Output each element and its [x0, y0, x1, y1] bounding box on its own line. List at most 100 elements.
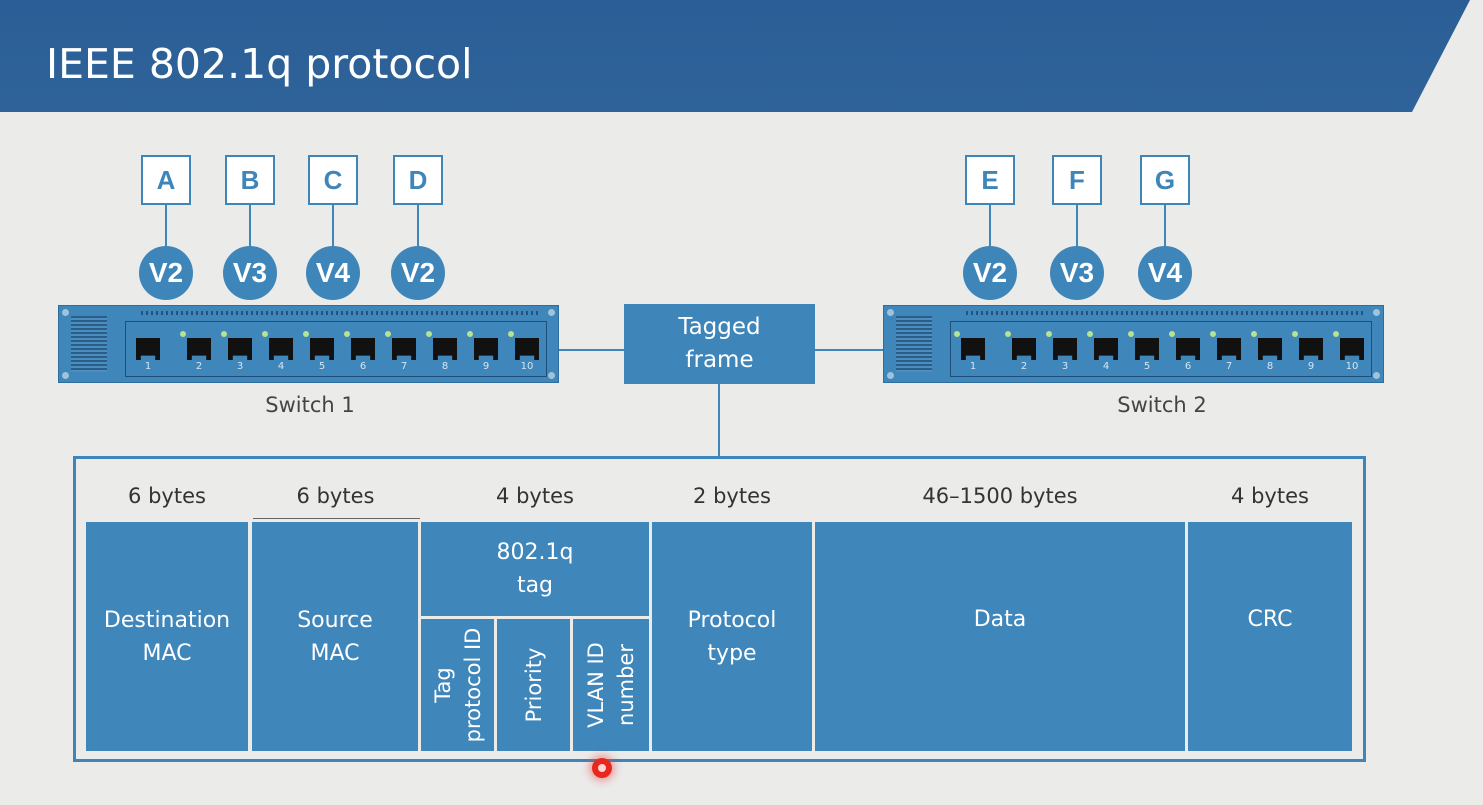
port[interactable]: 9: [1292, 331, 1323, 372]
ethernet-port-icon: [515, 338, 539, 360]
status-led: [1292, 331, 1298, 337]
status-led: [1046, 331, 1052, 337]
field-crc: CRC: [1188, 522, 1352, 751]
status-led: [303, 331, 309, 337]
screw-icon: [1373, 309, 1380, 316]
ethernet-port-icon: [228, 338, 252, 360]
frame-connector: [718, 384, 720, 456]
port[interactable]: 10: [508, 331, 539, 372]
host-c: C: [308, 155, 358, 205]
host-a-link: [165, 205, 167, 249]
size-tag: 4 bytes: [496, 484, 574, 508]
port-number: 9: [482, 361, 490, 372]
field-label: Destination: [103, 607, 231, 633]
port[interactable]: 6: [1169, 331, 1200, 372]
field-tag-protocol-id: Tag protocol ID: [421, 619, 494, 751]
ethernet-port-icon: [1012, 338, 1036, 360]
ethernet-port-icon: [1340, 338, 1364, 360]
port[interactable]: 10: [1333, 331, 1364, 372]
vlan-badge-f: V3: [1050, 246, 1104, 300]
size-data: 46–1500 bytes: [922, 484, 1078, 508]
ethernet-port-icon: [392, 338, 416, 360]
port-number: 5: [318, 361, 326, 372]
screw-icon: [62, 372, 69, 379]
vlan-badge-c: V4: [306, 246, 360, 300]
port[interactable]: 1: [954, 331, 985, 372]
ethernet-port-icon: [310, 338, 334, 360]
status-led: [344, 331, 350, 337]
host-g: G: [1140, 155, 1190, 205]
vlan-badge-e: V2: [963, 246, 1017, 300]
screw-icon: [1373, 372, 1380, 379]
status-led: [508, 331, 514, 337]
port[interactable]: 7: [1210, 331, 1241, 372]
port[interactable]: 4: [1087, 331, 1118, 372]
field-label: Priority: [521, 647, 546, 723]
port[interactable]: 1: [132, 332, 160, 372]
port[interactable]: 3: [221, 331, 252, 372]
port[interactable]: 3: [1046, 331, 1077, 372]
port[interactable]: 5: [1128, 331, 1159, 372]
field-source-mac: Source MAC: [252, 522, 418, 751]
ethernet-port-icon: [1053, 338, 1077, 360]
status-led: [1087, 331, 1093, 337]
field-vlan-id: VLAN ID number: [573, 619, 649, 751]
port-number: 4: [1102, 361, 1110, 372]
host-a: A: [141, 155, 191, 205]
status-led: [426, 331, 432, 337]
port-number: 9: [1307, 361, 1315, 372]
status-led: [954, 331, 960, 337]
port-number: 7: [400, 361, 408, 372]
status-led: [467, 331, 473, 337]
status-led: [1005, 331, 1011, 337]
size-underline: [253, 518, 420, 519]
port[interactable]: 8: [1251, 331, 1282, 372]
field-label: MAC: [310, 640, 360, 666]
port-panel: 1 2 3 4 5 6 7 8 9 10: [950, 321, 1372, 377]
field-label: type: [707, 640, 757, 666]
ethernet-port-icon: [1299, 338, 1323, 360]
tagged-frame-line2: frame: [685, 347, 754, 373]
trunk-link-left: [559, 349, 624, 351]
port[interactable]: 4: [262, 331, 293, 372]
status-led: [1333, 331, 1339, 337]
pointer-indicator: [592, 758, 612, 778]
field-label: CRC: [1247, 607, 1293, 632]
tagged-frame-line1: Tagged: [678, 314, 761, 340]
port-number: 1: [969, 361, 977, 372]
port[interactable]: 9: [467, 331, 498, 372]
port[interactable]: 6: [344, 331, 375, 372]
tagged-frame-box: Tagged frame: [624, 304, 815, 384]
field-priority: Priority: [497, 619, 570, 751]
port-number: 6: [359, 361, 367, 372]
ethernet-port-icon: [351, 338, 375, 360]
ethernet-port-icon: [1176, 338, 1200, 360]
status-led: [1210, 331, 1216, 337]
host-b: B: [225, 155, 275, 205]
port[interactable]: 2: [1005, 331, 1036, 372]
screw-icon: [548, 309, 555, 316]
port-number: 2: [1020, 361, 1028, 372]
switch-2-label: Switch 2: [1117, 393, 1207, 417]
port[interactable]: 8: [426, 331, 457, 372]
port[interactable]: 7: [385, 331, 416, 372]
vlan-badge-b: V3: [223, 246, 277, 300]
vlan-badge-d: V2: [391, 246, 445, 300]
port[interactable]: 2: [180, 331, 211, 372]
field-data: Data: [815, 522, 1185, 751]
field-label: Source: [297, 607, 373, 633]
ethernet-port-icon: [187, 338, 211, 360]
port[interactable]: 5: [303, 331, 334, 372]
ethernet-port-icon: [1094, 338, 1118, 360]
port-number: 4: [277, 361, 285, 372]
port-number: 1: [144, 361, 152, 372]
screw-icon: [62, 309, 69, 316]
screw-icon: [887, 309, 894, 316]
host-f-link: [1076, 205, 1078, 249]
field-label: tag: [516, 573, 554, 598]
screw-icon: [887, 372, 894, 379]
ethernet-port-icon: [1258, 338, 1282, 360]
vent-holes: [141, 311, 541, 315]
switch-2: 1 2 3 4 5 6 7 8 9 10: [883, 305, 1384, 383]
port-number: 8: [1266, 361, 1274, 372]
